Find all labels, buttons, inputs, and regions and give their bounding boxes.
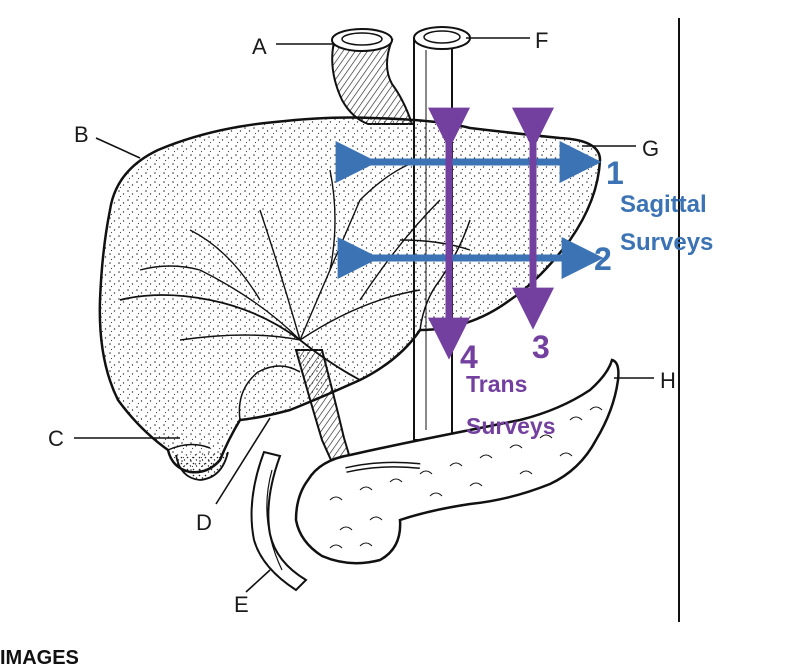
trans-title-line1: Trans xyxy=(466,371,527,397)
leader-lines xyxy=(74,37,654,593)
duodenum xyxy=(250,450,308,592)
sagittal-title-line1: Sagittal xyxy=(620,191,707,218)
label-f: F xyxy=(535,28,548,53)
trans-number-4: 4 xyxy=(460,339,478,375)
footer-heading: IMAGES xyxy=(0,647,79,669)
label-g: G xyxy=(642,136,659,161)
sagittal-title-line2: Surveys xyxy=(620,229,713,256)
label-c: C xyxy=(48,426,64,451)
label-e: E xyxy=(234,592,249,617)
inferior-vena-cava xyxy=(331,28,414,125)
trans-title-line2: Surveys xyxy=(466,413,556,439)
trans-number-3: 3 xyxy=(532,329,550,365)
label-b: B xyxy=(74,122,89,147)
label-d: D xyxy=(196,510,212,535)
sagittal-number-1: 1 xyxy=(606,155,624,191)
label-h: H xyxy=(660,368,676,393)
sagittal-number-2: 2 xyxy=(594,241,612,277)
label-a: A xyxy=(252,34,267,59)
pancreas xyxy=(294,358,620,565)
